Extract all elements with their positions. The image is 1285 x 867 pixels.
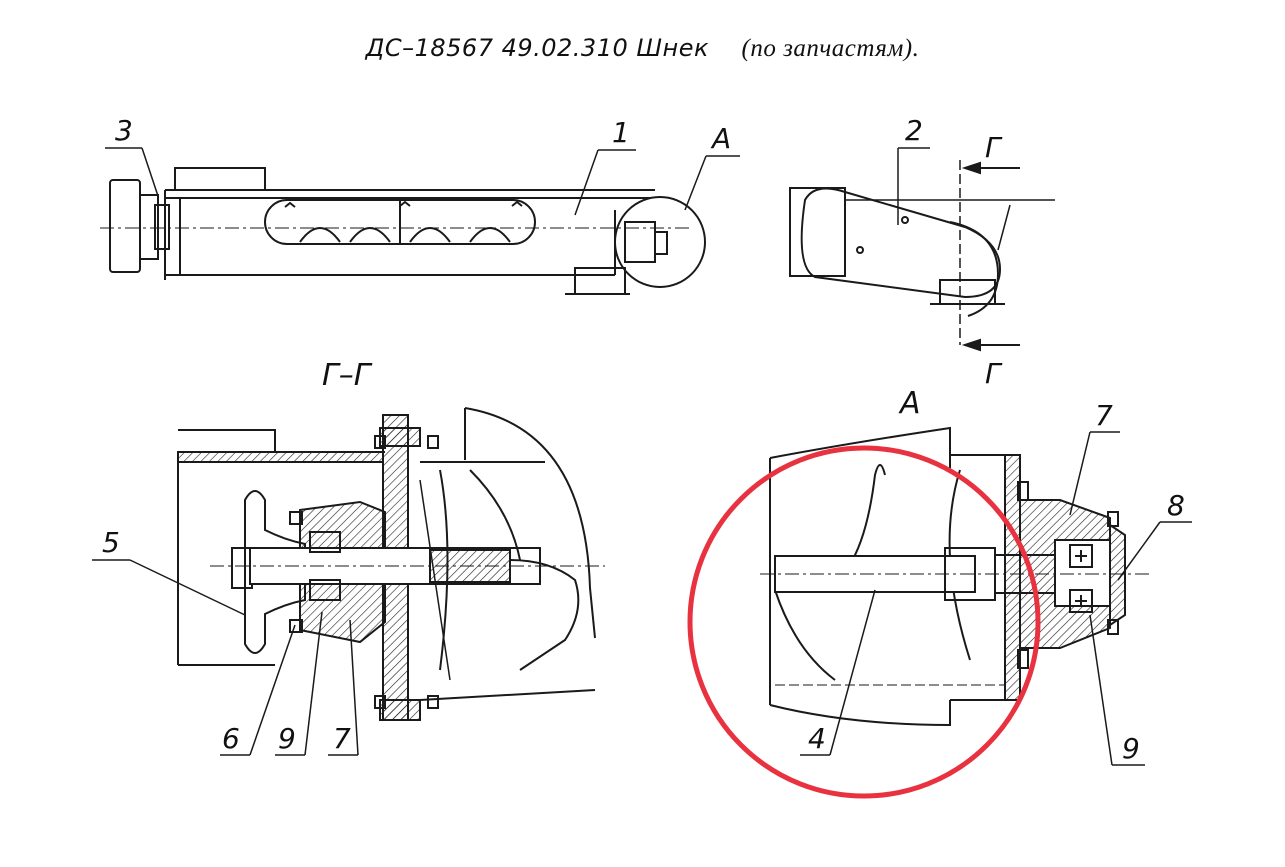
callouts-detail [800,431,1192,766]
detail-label: А [898,386,921,421]
section-label: Г–Г [322,358,373,393]
callout-9-section: 9 [278,722,296,755]
section-marker-top: Г [985,131,1003,164]
callout-2: 2 [905,114,923,147]
callout-7-detail: 7 [1095,399,1113,432]
callout-5: 5 [102,526,120,559]
callouts-end-view [897,147,930,225]
callouts-side-view [105,147,740,216]
callouts-section [92,559,359,756]
callout-3: 3 [115,114,133,147]
callout-6: 6 [222,722,240,755]
drawing-note: (по запчастям). [741,35,920,62]
drawing-code: ДС–18567 49.02.310 Шнек [365,34,709,62]
highlight-circle [687,445,1041,799]
detail-marker-a: А [710,122,731,155]
auger-side-view [100,167,706,295]
section-view [177,407,605,721]
callout-7-section: 7 [333,722,351,755]
callout-1: 1 [612,116,630,149]
section-marker-bottom: Г [985,357,1003,390]
callout-9-detail: 9 [1122,732,1140,765]
callout-8: 8 [1167,489,1185,522]
detail-view [760,426,1150,727]
auger-end-view [789,160,1055,352]
callout-4: 4 [808,722,826,755]
drawing-title: ДС–18567 49.02.310 Шнек (по запчастям). [0,34,1285,63]
